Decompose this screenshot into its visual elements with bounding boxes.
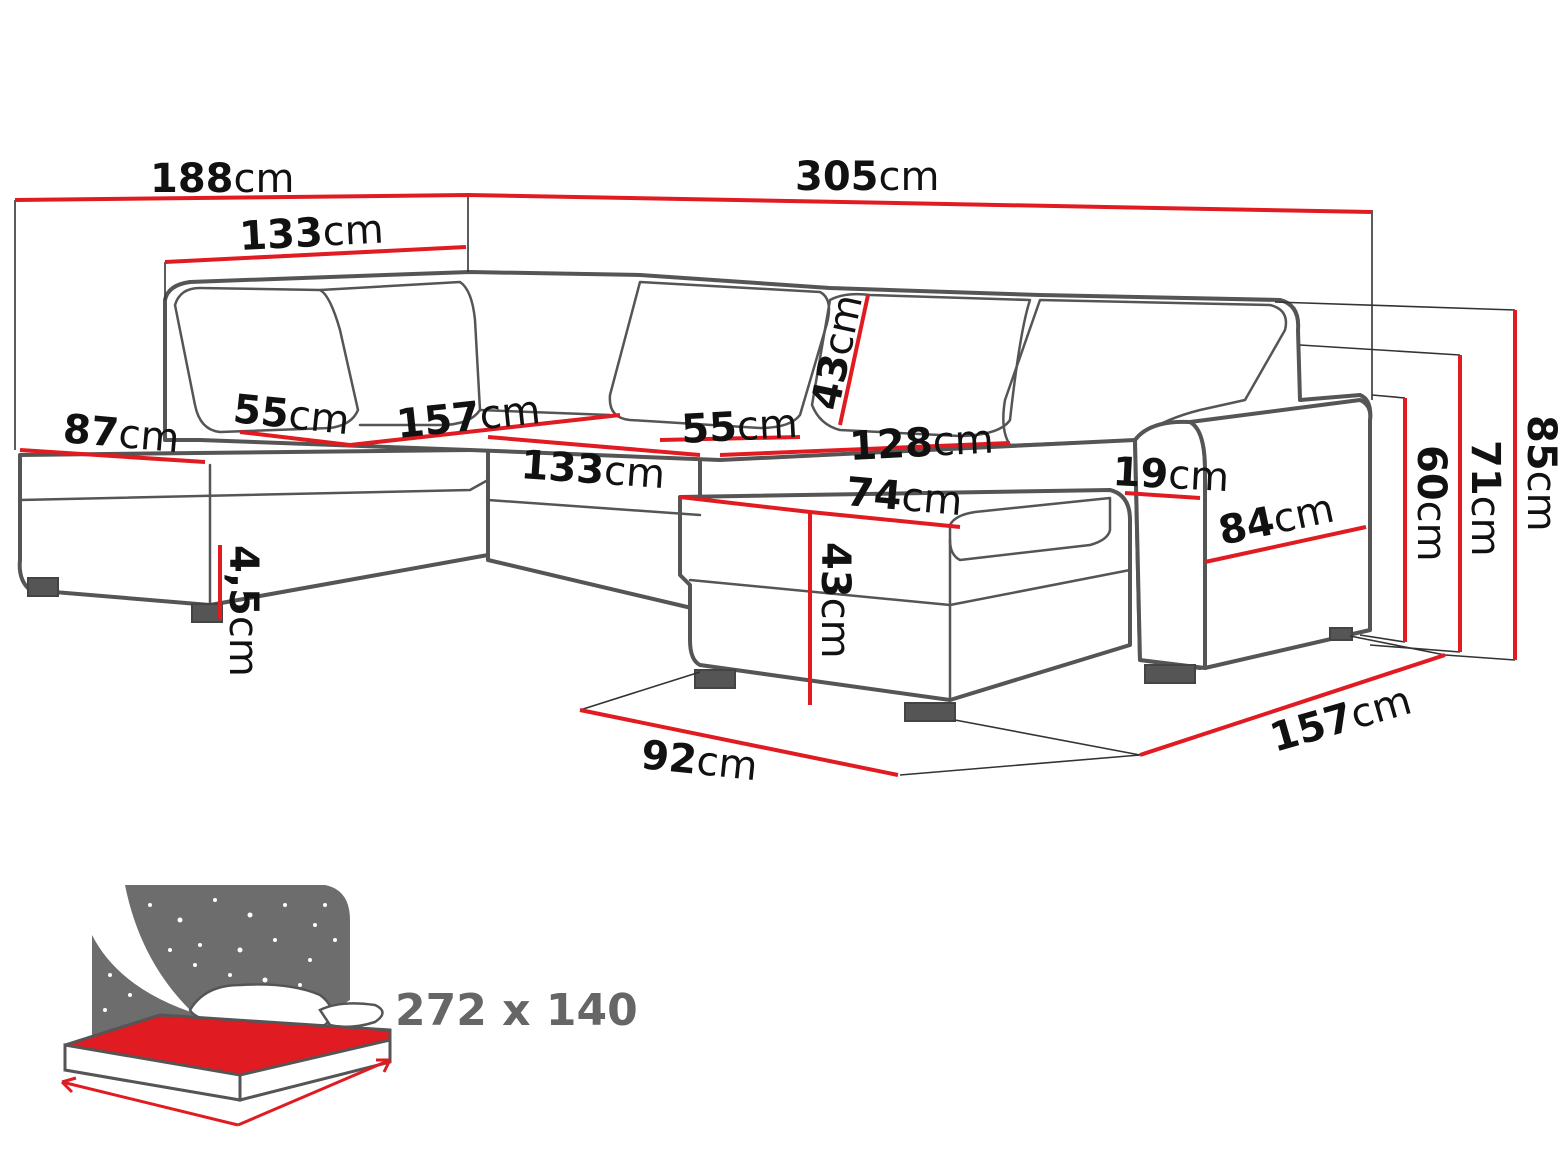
bed-arrow-width	[61, 1080, 239, 1127]
label-left-seat-depth: 55cm	[231, 386, 352, 444]
back-cushion-5	[1002, 298, 1288, 447]
leg-4	[904, 702, 956, 722]
pillow-front	[318, 1002, 384, 1029]
dim-line-55-mid	[659, 435, 801, 442]
dim-line-19	[1124, 491, 1201, 500]
dim-line-157-depth	[1139, 653, 1446, 757]
label-right-chaise-width: 74cm	[844, 469, 964, 525]
dimension-labels: 188cm 305cm 133cm 87cm 55cm 157cm 133cm …	[61, 154, 1560, 790]
night-sky-panel-left	[92, 935, 200, 1035]
label-back-height: 71cm	[1462, 440, 1508, 557]
extension-lines	[14, 195, 1516, 776]
right-armrest-side	[1188, 398, 1373, 670]
dim-line-133-top	[164, 245, 467, 264]
label-left-back-width: 133cm	[238, 206, 385, 259]
label-left-seat-width: 157cm	[394, 387, 542, 448]
label-armrest-width: 19cm	[1111, 449, 1230, 501]
dim-line-92	[579, 708, 899, 777]
leg-3	[694, 669, 736, 689]
middle-seat-front-line	[486, 498, 702, 517]
back-cushion-seam	[478, 408, 612, 417]
bed-icon	[60, 885, 392, 1127]
bed-size-label: 272 x 140	[395, 985, 638, 1036]
label-chaise-left-depth: 87cm	[61, 406, 181, 462]
label-middle-seat-depth: 55cm	[680, 401, 799, 453]
right-chaise	[678, 488, 1132, 702]
sofa-drawing	[17, 270, 1373, 722]
back-cushion-1	[173, 286, 360, 434]
dimension-lines	[14, 192, 1517, 777]
label-leg-height: 4,5cm	[220, 545, 266, 677]
dim-line-157	[349, 413, 621, 447]
dim-line-84	[1204, 525, 1367, 564]
left-seat-front-line	[18, 478, 490, 502]
leg-6	[1329, 627, 1353, 641]
chaise-cushion-top	[948, 496, 1112, 562]
label-left-front-width: 133cm	[519, 442, 666, 498]
leg-5	[1144, 664, 1196, 684]
stars	[103, 898, 337, 1012]
label-armrest-depth: 84cm	[1215, 486, 1339, 555]
leg-2	[191, 603, 223, 623]
back-cushion-4	[810, 292, 1032, 438]
dim-line-128	[719, 441, 1011, 457]
bed-arrow-depth	[237, 1058, 391, 1127]
label-overall-width: 305cm	[795, 154, 939, 200]
label-total-height: 85cm	[1518, 415, 1560, 532]
label-arm-height: 60cm	[1408, 445, 1454, 562]
dim-line-43-back	[838, 294, 870, 426]
label-left-section-width: 188cm	[150, 156, 294, 202]
back-cushion-2	[318, 280, 482, 427]
dim-line-87	[19, 448, 206, 464]
leg-1	[27, 577, 59, 597]
label-bottom-depth: 92cm	[639, 732, 760, 790]
dim-line-133-front	[487, 435, 701, 457]
label-seat-height: 43cm	[812, 542, 858, 659]
dim-line-55-left	[239, 430, 351, 447]
label-right-seat-width: 128cm	[848, 416, 995, 469]
dim-line-width-top	[14, 192, 1373, 214]
